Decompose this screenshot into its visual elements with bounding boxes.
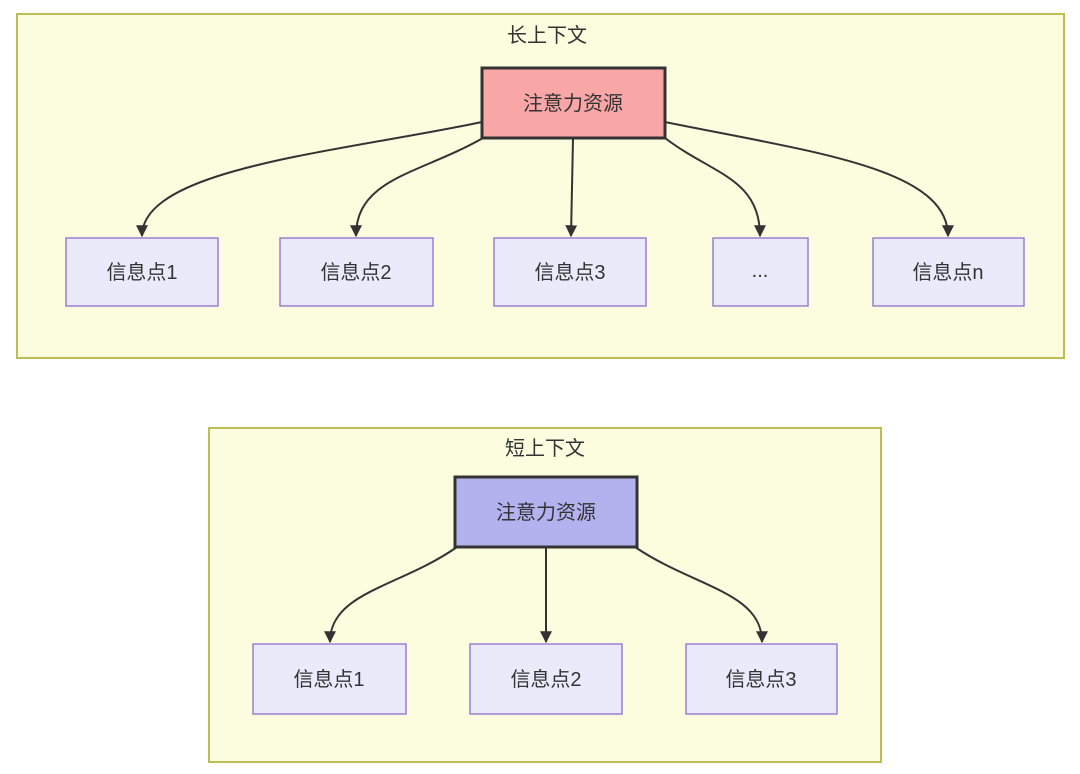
long-context-edges bbox=[136, 121, 954, 238]
short-info-node-2: 信息点2 bbox=[469, 643, 623, 715]
long-info-label-n: 信息点n bbox=[912, 261, 983, 284]
long-info-node-1: 信息点1 bbox=[65, 237, 219, 307]
short-context-section: 短上下文 注意力资源 信息点1 信息点2 信息点3 bbox=[208, 427, 882, 763]
edge-attention-to-ellipsis bbox=[664, 137, 766, 238]
long-context-title: 长上下文 bbox=[507, 24, 587, 47]
short-context-edges bbox=[324, 546, 768, 644]
short-info-node-3: 信息点3 bbox=[685, 643, 838, 715]
long-context-section: 长上下文 注意力资源 信息点1 信息点2 信息点3 bbox=[16, 13, 1065, 359]
short-attention-box bbox=[453, 475, 639, 549]
short-attention-node: 注意力资源 bbox=[453, 475, 639, 549]
long-info-node-3: 信息点3 bbox=[493, 237, 647, 307]
long-info-label-1: 信息点1 bbox=[106, 261, 177, 284]
long-info-node-n: 信息点n bbox=[872, 237, 1025, 307]
long-info-box-3 bbox=[493, 237, 647, 307]
edge-attention-to-info2 bbox=[350, 137, 484, 238]
edge-short-attention-to-info1 bbox=[324, 546, 458, 644]
edge-attention-to-info3 bbox=[565, 138, 578, 238]
edge-attention-to-info1 bbox=[136, 121, 483, 238]
long-info-label-ellipsis: ... bbox=[752, 260, 769, 282]
short-info-box-2 bbox=[469, 643, 623, 715]
short-info-box-1 bbox=[252, 643, 407, 715]
short-info-label-2: 信息点2 bbox=[510, 668, 581, 691]
long-info-box-ellipsis bbox=[712, 237, 809, 307]
short-info-box-3 bbox=[685, 643, 838, 715]
long-attention-box bbox=[480, 66, 667, 140]
long-info-label-3: 信息点3 bbox=[534, 261, 605, 284]
long-info-node-2: 信息点2 bbox=[279, 237, 434, 307]
long-attention-label: 注意力资源 bbox=[523, 92, 623, 115]
short-info-label-1: 信息点1 bbox=[293, 668, 364, 691]
edge-attention-to-infon bbox=[664, 121, 954, 238]
short-context-title: 短上下文 bbox=[505, 437, 585, 460]
long-info-box-n bbox=[872, 237, 1025, 307]
short-attention-label: 注意力资源 bbox=[496, 501, 596, 524]
long-info-box-1 bbox=[65, 237, 219, 307]
long-info-node-ellipsis: ... bbox=[712, 237, 809, 307]
long-attention-node: 注意力资源 bbox=[480, 66, 667, 140]
long-info-box-2 bbox=[279, 237, 434, 307]
edge-short-attention-to-info3 bbox=[634, 546, 768, 644]
short-info-node-1: 信息点1 bbox=[252, 643, 407, 715]
long-info-label-2: 信息点2 bbox=[320, 261, 391, 284]
short-info-label-3: 信息点3 bbox=[725, 668, 796, 691]
